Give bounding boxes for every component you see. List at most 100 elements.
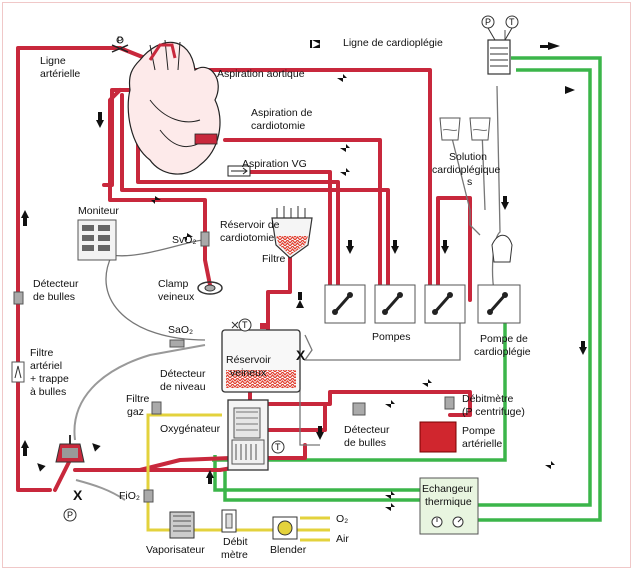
monitor-box [77, 219, 117, 261]
label-debitmetre-2: (P centrifuge) [462, 406, 525, 418]
label-sao2: SaO₂ [168, 324, 193, 336]
label-x-mark-1: X [296, 347, 306, 363]
oxygenator [227, 399, 285, 471]
label-svo2: SvO₂ [172, 234, 197, 246]
arterial-pump-box [419, 421, 457, 453]
label-aspiration-aortique: Aspiration aortique [217, 68, 305, 80]
green-lines [212, 56, 602, 522]
pump2-loop [120, 93, 390, 302]
label-echangeur-2: thermique [425, 496, 472, 508]
arterial-line-left [16, 46, 122, 492]
clamp-veineux [197, 281, 223, 295]
pump3-loop [436, 196, 472, 302]
gas-devices [169, 509, 298, 540]
label-filtre-arteriel-2: artériel [30, 360, 62, 372]
label-p-1: P [485, 17, 491, 27]
label-air: Air [336, 533, 349, 545]
label-filtre-arteriel-4: à bulles [30, 386, 66, 398]
cardiotomy-to-venous [266, 248, 292, 332]
label-moniteur: Moniteur [78, 205, 119, 217]
label-debitmetre-1: Débitmètre [462, 393, 514, 405]
label-debit-2: mètre [221, 549, 248, 561]
label-pompes: Pompes [372, 331, 411, 343]
label-o2: O₂ [336, 513, 348, 525]
green-right-loop [474, 56, 602, 522]
left-filter-symbol [11, 361, 25, 383]
label-filtre-arteriel-1: Filtre [30, 347, 53, 359]
label-fio2: FiO₂ [119, 490, 140, 502]
label-reservoir-veineux-1: Réservoir [226, 354, 271, 366]
sensors [13, 231, 455, 503]
heart-illustration [111, 36, 251, 177]
roller-pumps [324, 284, 521, 324]
label-detecteur-niveau-2: de niveau [160, 381, 206, 393]
label-detecteur-right-2: de bulles [344, 437, 386, 449]
cardioplegia-bags [439, 15, 519, 263]
arterial-pressure-line [73, 344, 206, 441]
label-detecteur-left-2: de bulles [33, 291, 75, 303]
label-aspiration-cardiotomie-2: cardiotomie [251, 120, 305, 132]
label-echangeur-1: Echangeur [422, 483, 473, 495]
label-solution-1: Solution [449, 151, 487, 163]
label-clamp-2: veineux [158, 291, 195, 303]
label-solution-2: cardioplégique [432, 164, 500, 176]
gas-o2-air [300, 516, 330, 542]
green-to-oxygenator [223, 470, 421, 502]
green-inner-loop [476, 68, 592, 507]
circle-marks [63, 508, 77, 522]
heat-exchanger [419, 477, 479, 535]
label-pompe-arterielle-2: artérielle [462, 438, 502, 450]
label-filtre: Filtre [262, 253, 285, 265]
label-t-3: T [509, 17, 515, 27]
flow-arrows [21, 40, 587, 511]
label-solution-3: s [467, 176, 472, 188]
text-labels: Ligne artérielle Ligne de cardioplégie A… [30, 17, 531, 561]
label-reservoir-cardiotomie-2: cardiotomie [220, 232, 274, 244]
aspiration-vg [248, 170, 332, 302]
arterial-return [53, 458, 252, 492]
monitor-sao2 [105, 254, 206, 341]
venous-reservoir [221, 318, 301, 393]
label-pompe-cardioplegie-1: Pompe de [480, 333, 528, 345]
label-vaporisateur: Vaporisateur [146, 544, 205, 556]
green-heater-link [212, 320, 507, 462]
pump-to-oxy [258, 402, 327, 432]
label-ligne-1: Ligne [40, 55, 66, 67]
label-detecteur-niveau-1: Détecteur [160, 368, 206, 380]
label-aspiration-cardiotomie-1: Aspiration de [251, 107, 312, 119]
label-x-mark-2: X [73, 487, 83, 503]
label-detecteur-right-1: Détecteur [344, 424, 390, 436]
label-filtre-gaz-2: gaz [127, 406, 144, 418]
label-t-1: T [242, 320, 248, 330]
return-grey [75, 479, 126, 501]
monitor-svo2 [111, 239, 205, 257]
label-pompe-arterielle-1: Pompe [462, 425, 495, 437]
cardioplegia-drop [491, 85, 501, 306]
arterial-filter [55, 435, 85, 463]
label-filtre-gaz-1: Filtre [126, 393, 149, 405]
label-ligne-2: artérielle [40, 68, 80, 80]
label-p-3: P [117, 35, 123, 45]
label-t-2: T [275, 442, 281, 452]
label-aspiration-vg: Aspiration VG [242, 158, 307, 170]
label-filtre-arteriel-3: + trappe [30, 373, 69, 385]
label-blender: Blender [270, 544, 307, 556]
label-debit-1: Débit [223, 536, 248, 548]
green-to-oxygenator-2 [213, 455, 421, 492]
cardiotomy-reservoir [271, 206, 313, 259]
label-p-2: P [67, 510, 73, 520]
aspiration-cardiotomie [223, 138, 382, 302]
label-detecteur-left-1: Détecteur [33, 278, 79, 290]
solution1-line [449, 129, 481, 236]
label-reservoir-veineux-2: veineux [230, 367, 267, 379]
label-ligne-cardioplegie: Ligne de cardioplégie [343, 37, 443, 49]
label-clamp-1: Clamp [158, 278, 189, 290]
label-reservoir-cardiotomie-1: Réservoir de [220, 219, 280, 231]
solution2-line [481, 129, 486, 211]
label-oxygenateur: Oxygénateur [160, 423, 221, 435]
reservoir-grey [303, 310, 461, 361]
label-pompe-cardioplegie-2: cardioplégie [474, 346, 531, 358]
